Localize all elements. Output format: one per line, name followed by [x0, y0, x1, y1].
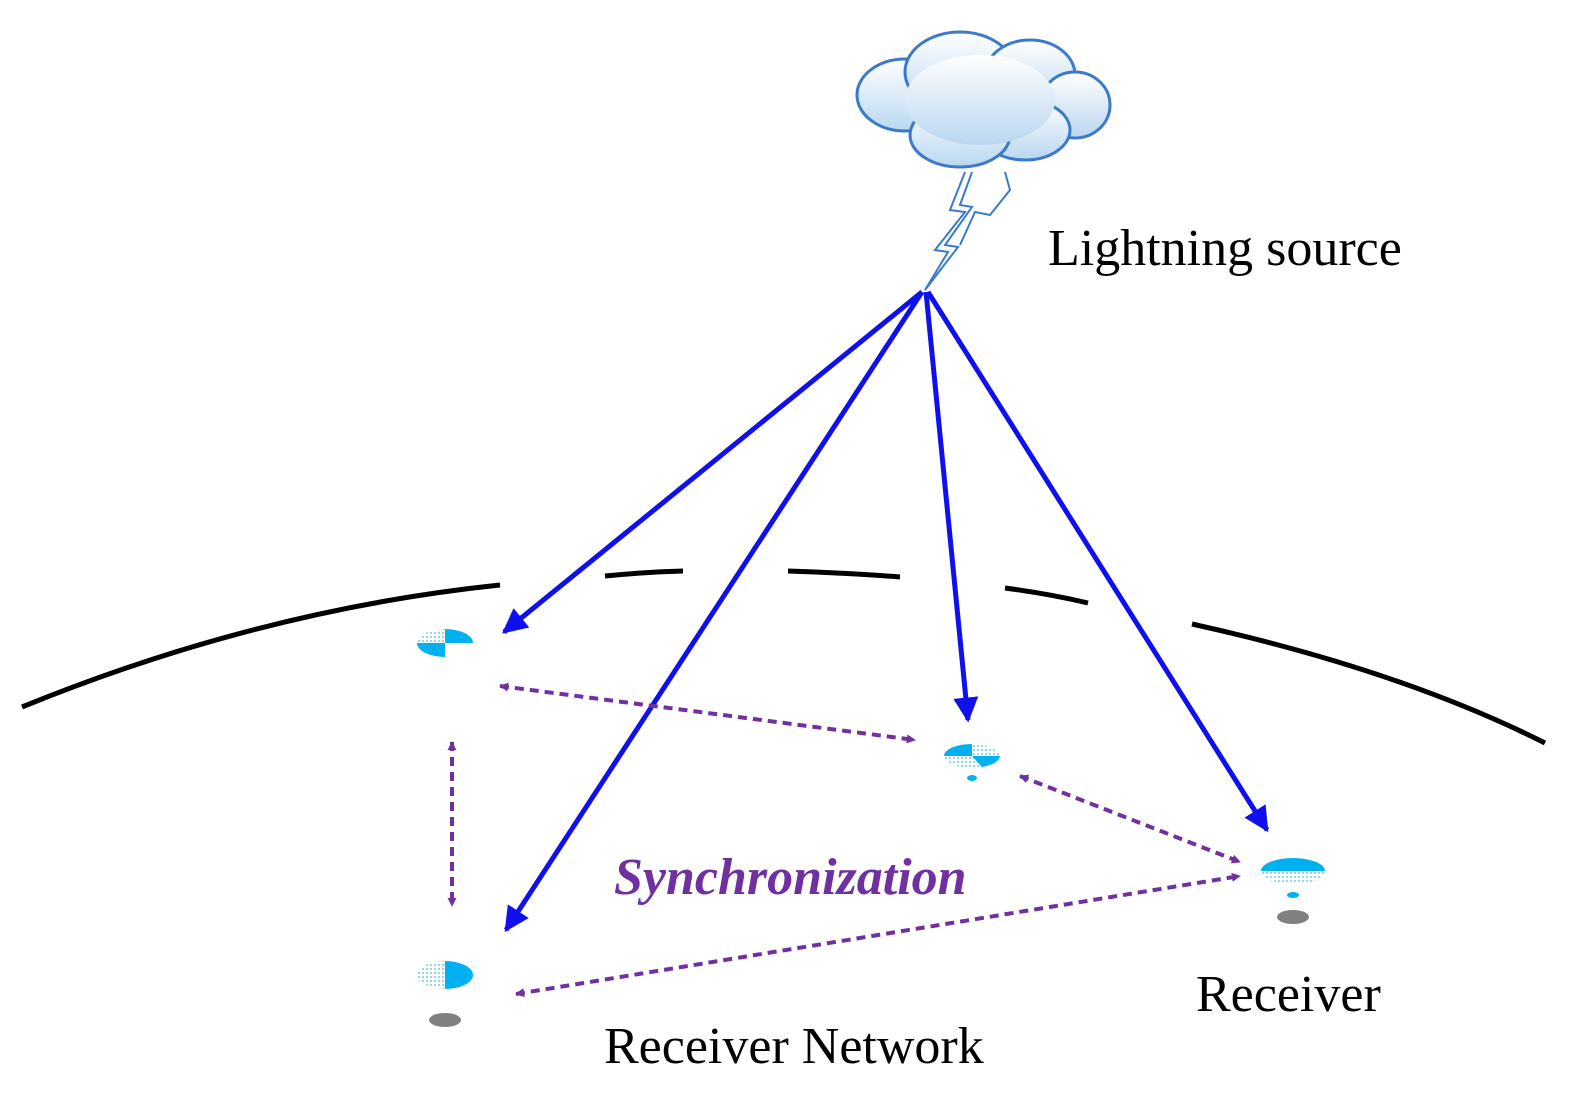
horizon-left-solid	[21, 582, 501, 710]
cloud-icon	[855, 30, 1112, 169]
horizon-dash-2	[787, 568, 901, 580]
cloud-lightning-icon	[855, 30, 1112, 291]
horizon-right-solid	[1191, 621, 1547, 746]
horizon-dash-3	[1004, 585, 1089, 606]
receiver-dish-icon	[944, 744, 1000, 781]
lightning-bolt-icon	[924, 171, 1012, 291]
signal-path-to-receiver-bottom-left	[503, 290, 925, 933]
signal-paths	[502, 290, 1270, 933]
horizon-dash-1	[604, 568, 684, 579]
signal-path-to-receiver-center	[923, 291, 979, 723]
sync-link-top-left-center	[499, 682, 916, 744]
synchronization-label: Synchronization	[614, 849, 967, 906]
signal-path-to-receiver-right	[925, 290, 1270, 833]
signal-path-to-receiver-top-left	[502, 290, 924, 634]
receiver-network-label: Receiver Network	[604, 1018, 984, 1075]
lightning-source-label: Lightning source	[1048, 220, 1402, 277]
receiver-dish-icon	[417, 629, 473, 657]
sync-links	[447, 682, 1241, 998]
receiver-dish-icon	[417, 961, 473, 1027]
sync-link-center-right	[1019, 774, 1241, 864]
sync-link-bottom-left-right	[515, 872, 1241, 998]
receiver-dish-icon	[1261, 858, 1325, 924]
earth-horizon	[21, 568, 1547, 746]
receiver-label: Receiver	[1196, 966, 1381, 1023]
